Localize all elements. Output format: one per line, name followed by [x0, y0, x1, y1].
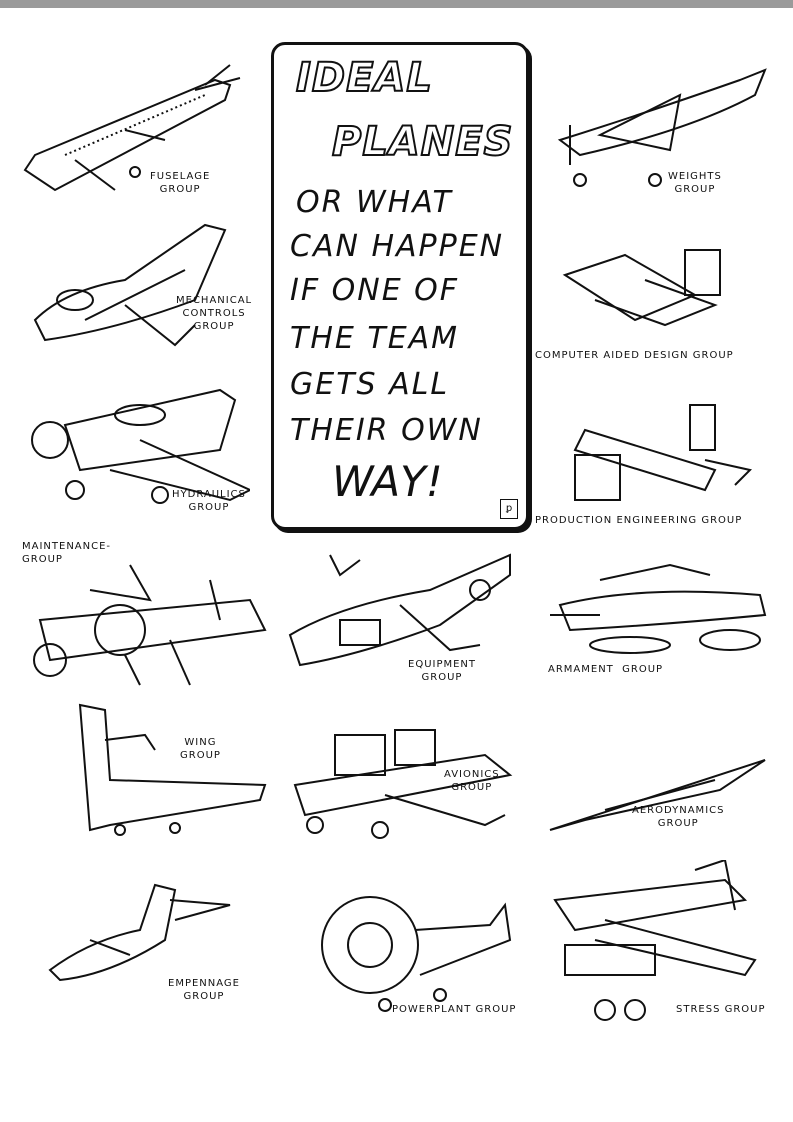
subtitle-line: GETS ALL [290, 367, 450, 402]
title-planes: PLANES [331, 118, 514, 166]
fuselage-plane-drawing [23, 64, 241, 192]
avionics-plane-drawing [293, 729, 513, 839]
label-maintenance-group: MAINTENANCE- GROUP [22, 541, 112, 565]
subtitle-line: THE TEAM [290, 321, 460, 356]
maintenance-plane-drawing [33, 564, 267, 686]
label-equipment-group: EQUIPMENT GROUP [408, 659, 477, 683]
wing-group-plane-drawing [78, 703, 267, 836]
stress-plane-drawing [553, 860, 757, 1021]
subtitle-line: THEIR OWN [290, 413, 483, 448]
artist-monogram: ꝑ [500, 499, 518, 519]
weights-plane-drawing [557, 68, 767, 187]
title-panel: IDEAL PLANES OR WHAT CAN HAPPEN IF ONE O… [271, 42, 529, 530]
cad-wireframe-drawing [562, 249, 721, 327]
title-ideal: IDEAL [295, 54, 433, 102]
production-engineering-blocks-drawing [573, 404, 752, 501]
equipment-plane-drawing [288, 553, 511, 667]
empennage-plane-drawing [48, 883, 231, 982]
label-computer-aided-design-group: COMPUTER AIDED DESIGN GROUP [535, 350, 734, 361]
subtitle-line: IF ONE OF [290, 273, 460, 308]
label-fuselage-group: FUSELAGE GROUP [150, 171, 211, 195]
label-wing-group: WING GROUP [180, 737, 221, 761]
title-way: WAY! [332, 457, 443, 506]
label-weights-group: WEIGHTS GROUP [668, 171, 722, 195]
label-avionics-group: AVIONICS GROUP [444, 769, 500, 793]
subtitle-line: CAN HAPPEN [290, 229, 505, 264]
label-mechanical-controls-group: MECHANICAL CONTROLS GROUP [176, 295, 253, 332]
hydraulics-plane-drawing [31, 388, 250, 504]
label-production-engineering-group: PRODUCTION ENGINEERING GROUP [535, 515, 743, 526]
label-stress-group: STRESS GROUP [676, 1004, 766, 1015]
aerodynamics-plane-drawing [549, 759, 766, 831]
label-aerodynamics-group: AERODYNAMICS GROUP [632, 805, 725, 829]
label-empennage-group: EMPENNAGE GROUP [168, 978, 240, 1002]
subtitle-line: OR WHAT [296, 185, 453, 220]
label-powerplant-group: POWERPLANT GROUP [392, 1004, 517, 1015]
label-hydraulics-group: HYDRAULICS GROUP [172, 489, 246, 513]
mechanical-controls-plane-drawing [33, 223, 227, 347]
scan-top-edge [0, 0, 793, 8]
powerplant-plane-drawing [321, 896, 512, 1012]
label-armament-group: ARMAMENT GROUP [548, 664, 664, 675]
armament-plane-drawing [550, 563, 767, 654]
